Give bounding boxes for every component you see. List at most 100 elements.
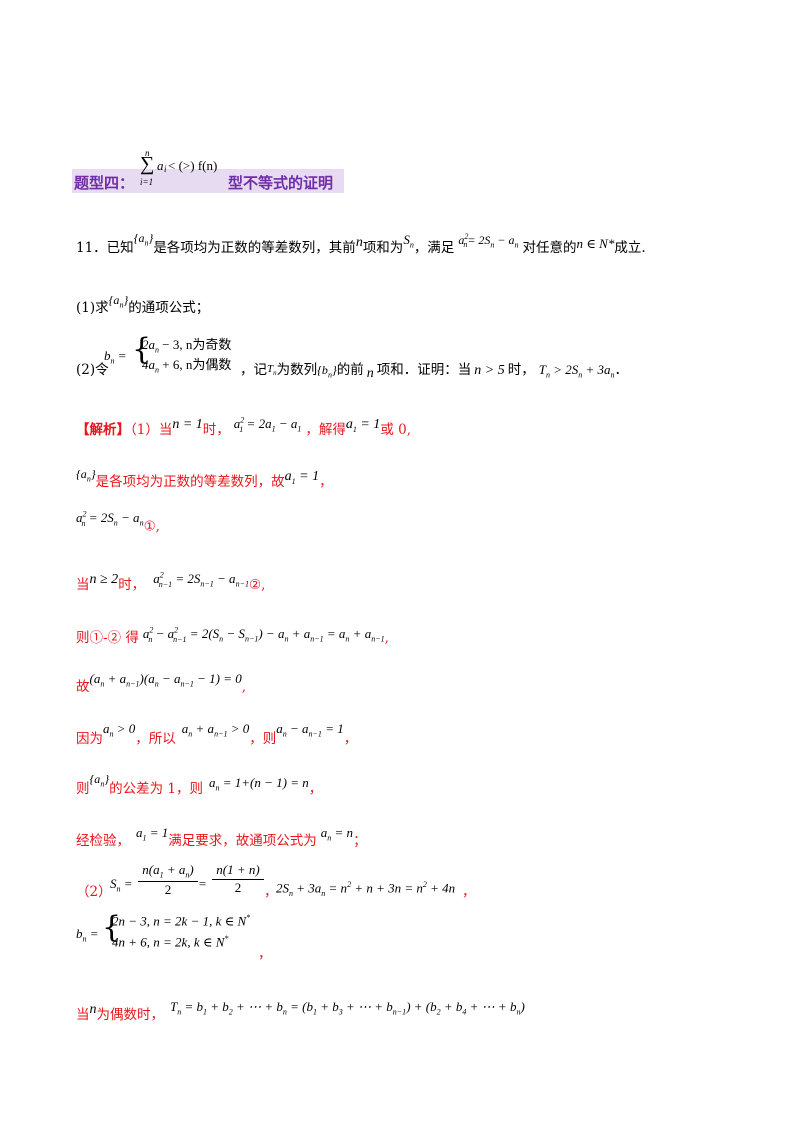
b-set: {b xyxy=(317,363,328,377)
text: ． xyxy=(614,362,629,378)
text: ，则 xyxy=(249,731,277,747)
sub: 1 xyxy=(142,833,147,843)
sub: n xyxy=(490,240,495,250)
sub: n xyxy=(82,934,87,944)
math: + a xyxy=(288,626,311,641)
solution-11-case2: 4n + 6, n = 2k, k ∈ N* xyxy=(112,934,228,950)
set-close: } xyxy=(123,293,129,307)
math: ) + (b xyxy=(406,999,437,1014)
sub: n xyxy=(81,518,86,528)
solution-tag: 【解析】 xyxy=(76,422,130,438)
text: , xyxy=(384,630,389,646)
sub: n xyxy=(113,518,118,528)
case: 2a xyxy=(142,337,155,352)
solution-line-2: {an}是各项均为正数的等差数列，故a1 = 1， xyxy=(76,467,333,492)
math: + ⋯ + b xyxy=(232,999,283,1014)
text: ， xyxy=(308,781,323,797)
math: n = 1 xyxy=(172,417,203,432)
sub: 1 xyxy=(352,424,357,434)
math-a: a xyxy=(458,233,465,247)
math: − S xyxy=(223,626,245,641)
sub: n−1 xyxy=(173,634,187,644)
sum-sign: ∑ xyxy=(140,153,155,175)
sub: n xyxy=(327,833,332,843)
fraction-2-num: n(1 + n) xyxy=(212,862,264,880)
problem-text3: ，满足 xyxy=(413,240,455,256)
part1-prefix: (1)求 xyxy=(76,300,109,316)
set-close: } xyxy=(148,231,154,245)
sup: 2 xyxy=(159,570,164,580)
solution-10-sn: Sn = xyxy=(110,876,133,894)
text: 故 xyxy=(76,679,90,695)
fraction-2: n(1 + n) 2 xyxy=(212,862,264,896)
math-s: S xyxy=(403,232,410,247)
sub: n−1 xyxy=(244,634,259,644)
text: 满足要求，故通项公式为 xyxy=(168,833,317,849)
sup: 2 xyxy=(82,510,87,519)
circled-mark: ② xyxy=(248,577,262,593)
text: 时， xyxy=(202,422,230,438)
sub: n xyxy=(139,518,144,528)
math: ) xyxy=(189,862,194,877)
text: 的前 xyxy=(336,362,364,378)
part-2-case1: 2an − 3, n为奇数 xyxy=(142,334,231,355)
math-cond: n > 5 xyxy=(474,363,505,378)
problem-number: 11．已知 xyxy=(76,240,134,256)
sub: n xyxy=(116,884,121,894)
an-set: {a xyxy=(133,231,145,245)
text: （1）当 xyxy=(130,422,173,438)
math: + ⋯ + b xyxy=(342,999,393,1014)
solution-line-6: 故(an + an−1)(an − an−1 − 1) = 0, xyxy=(76,671,246,697)
text: ， xyxy=(319,474,333,490)
text: ， xyxy=(264,884,278,900)
math-nin: n ∈ N* xyxy=(576,236,615,251)
math: + 3a xyxy=(582,362,611,377)
sub: n xyxy=(155,365,159,375)
text: 是各项均为正数的等差数列，故 xyxy=(95,474,285,490)
math: − a xyxy=(286,721,309,736)
text: 为偶数时， xyxy=(96,1007,165,1023)
sub: n xyxy=(148,634,153,644)
solution-10-prefix: （2） xyxy=(76,884,112,900)
math: = 1 xyxy=(146,825,169,840)
math: = a xyxy=(323,626,346,641)
math: > 2S xyxy=(549,362,579,377)
sub: n xyxy=(610,370,615,380)
math: − a xyxy=(152,626,175,641)
sub: n xyxy=(327,370,332,380)
sup: * xyxy=(224,934,229,943)
text: ； xyxy=(353,833,367,849)
math-b: b xyxy=(104,348,111,363)
sub: n xyxy=(109,729,114,739)
case: 4n + 6, n = 2k, k ∈ N xyxy=(112,934,225,950)
math: = 2a xyxy=(243,416,272,431)
math: + b xyxy=(316,999,339,1014)
math: T xyxy=(538,362,546,377)
sub: n xyxy=(345,634,350,644)
part-2-bn: bn = xyxy=(104,348,127,366)
sub: n−1 xyxy=(200,579,214,589)
sum-bottom: i=1 xyxy=(140,177,154,187)
text: 则 xyxy=(76,781,90,797)
section-banner xyxy=(72,169,344,193)
text: 因为 xyxy=(76,731,103,747)
math: = b xyxy=(181,999,204,1014)
text: , xyxy=(261,577,266,593)
math: + 4n xyxy=(426,880,456,896)
math: = 1 xyxy=(321,721,344,736)
math: = xyxy=(120,876,133,891)
sub: n xyxy=(100,779,105,789)
math: − a xyxy=(275,416,298,431)
math: {a xyxy=(89,772,101,786)
sub: n xyxy=(185,870,190,880)
text: ， xyxy=(462,884,476,900)
circled-mark: ① xyxy=(143,518,156,535)
math: a xyxy=(142,626,150,641)
text: 时， xyxy=(118,577,146,593)
sup: 2 xyxy=(422,880,427,889)
sup: 2 xyxy=(347,880,352,889)
math: ) − a xyxy=(258,626,285,641)
case: + 6, n为偶数 xyxy=(159,357,232,372)
